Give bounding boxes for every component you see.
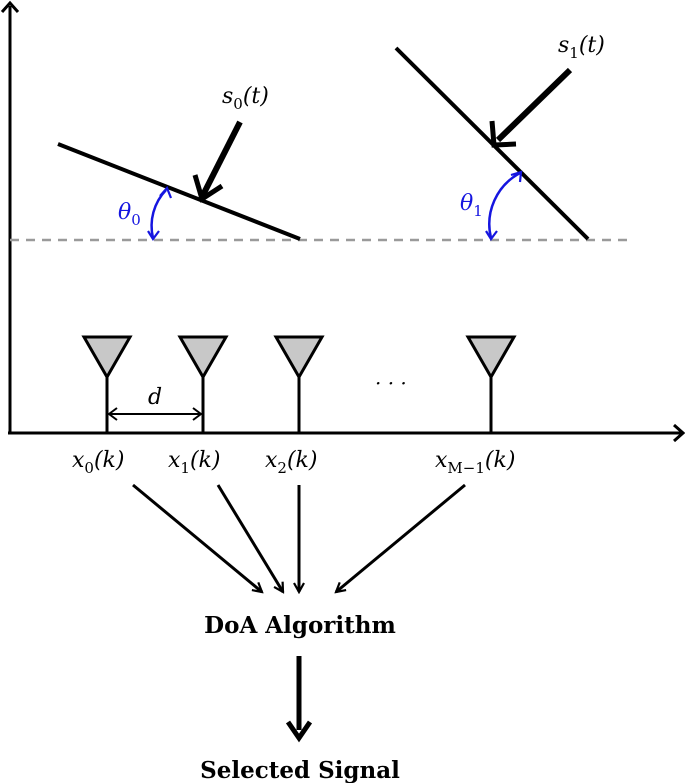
incoming-signal-arrow-0 [200,120,243,197]
output-label: Selected Signal [200,757,400,783]
y-axis-arrowhead [0,0,20,13]
sensor-output-label-0: x0(k) [72,448,124,477]
antenna-icon [465,335,517,433]
output-arrow [285,656,313,743]
antenna-array: · · · [81,335,517,433]
sensor-output-label-3: xM−1(k) [435,448,515,477]
spacing-label: d [148,385,162,410]
sensor-outputs: x0(k) x1(k) x2(k) xM−1(k) [72,448,515,477]
incoming-signal-arrowhead-1 [489,120,517,148]
angle-label-1: θ1 [460,191,483,220]
angle-arc-0-head-top [159,185,173,199]
ellipsis: · · · [375,371,407,395]
wavefront-0: s0(t) θ0 [57,84,301,241]
wavefront-line-0 [57,142,301,241]
angle-arc-1 [488,171,521,239]
axes [0,0,685,443]
incoming-signal-arrowhead-0 [192,174,224,203]
wavefront-1: s1(t) θ1 [394,33,605,241]
angle-label-0: θ0 [118,200,141,229]
signal-label-1: s1(t) [558,33,605,62]
x-axis-arrowhead [673,423,685,443]
spacing-head-right [192,407,203,421]
angle-arc-1-head-bottom [485,230,498,241]
sensor-output-label-1: x1(k) [168,448,220,477]
spacing-indicator: d [107,385,203,421]
flow-arrow-0 [132,483,262,592]
flow-arrow-3 [336,483,466,592]
antenna-icon [177,335,229,433]
angle-arc-0-head-bottom [147,230,160,241]
algorithm-label: DoA Algorithm [204,612,396,639]
sensor-output-label-2: x2(k) [265,448,317,477]
angle-arc-1-head-top [510,170,523,183]
antenna-icon [81,335,133,433]
antenna-icon [273,335,325,433]
angle-arc-0 [150,189,167,239]
signal-flow-arrows [132,483,466,592]
flow-arrow-1 [216,484,285,592]
spacing-head-left [107,407,118,421]
incoming-signal-arrow-1 [495,67,573,143]
signal-label-0: s0(t) [222,84,269,113]
